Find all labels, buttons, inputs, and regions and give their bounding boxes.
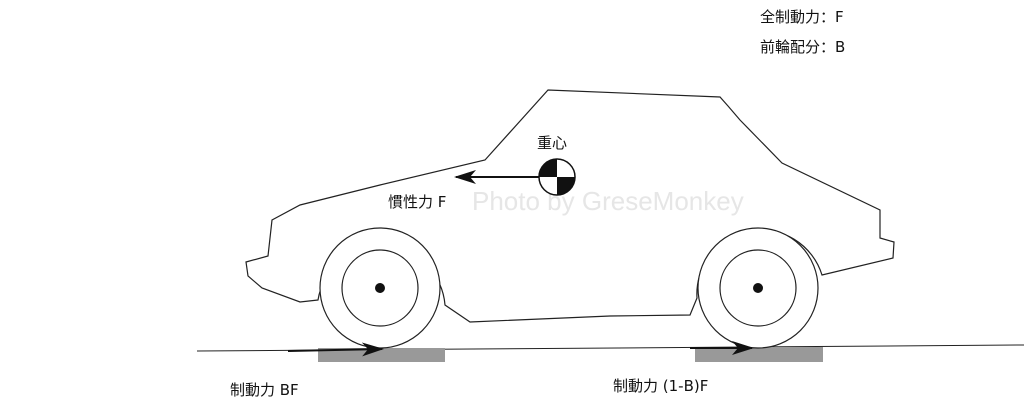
legend-front-distribution: 前輪配分：B — [760, 38, 846, 56]
rear-contact-patch — [695, 347, 823, 362]
center-of-gravity-icon — [538, 158, 576, 196]
front-braking-label: 制動力 BF — [230, 381, 299, 399]
front-wheel — [319, 227, 441, 349]
watermark: Photo by GreseMonkey — [472, 186, 744, 216]
legend-total-braking: 全制動力：F — [760, 8, 844, 26]
inertia-force-label: 慣性力 F — [388, 193, 447, 211]
front-braking-arrow — [287, 342, 384, 357]
rear-braking-label: 制動力 (1-B)F — [613, 377, 709, 395]
center-of-gravity-label: 重心 — [537, 134, 568, 152]
rear-wheel — [697, 227, 819, 349]
